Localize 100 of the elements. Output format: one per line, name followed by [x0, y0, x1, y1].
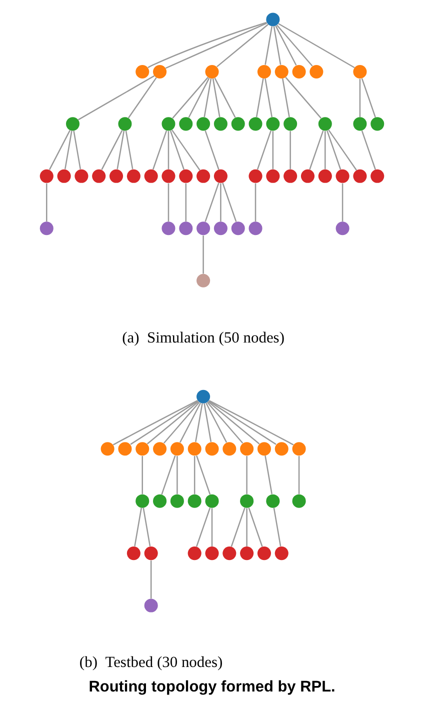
- node-circle: [179, 117, 193, 131]
- connector: [101, 130, 123, 170]
- connector: [150, 560, 152, 599]
- node-circle: [274, 546, 288, 560]
- connector: [204, 130, 220, 170]
- node-circle: [126, 546, 140, 560]
- connector: [125, 130, 134, 170]
- node-circle: [353, 117, 367, 131]
- node-circle: [222, 442, 236, 456]
- connector: [163, 402, 200, 444]
- node-circle: [240, 546, 254, 560]
- node-circle: [266, 169, 280, 183]
- connector: [208, 400, 276, 445]
- node-circle: [231, 222, 245, 236]
- node-circle: [205, 494, 219, 508]
- connector: [185, 183, 187, 222]
- connector: [188, 78, 210, 118]
- connector: [194, 456, 196, 494]
- node-circle: [257, 64, 271, 78]
- connector: [168, 131, 170, 170]
- node-circle: [292, 494, 306, 508]
- node-circle: [336, 169, 350, 183]
- connector: [130, 400, 198, 445]
- node-circle: [179, 222, 193, 236]
- node-circle: [196, 117, 210, 131]
- connector: [73, 130, 82, 170]
- node-circle: [248, 169, 262, 183]
- connector: [246, 456, 248, 494]
- node-circle: [196, 390, 210, 404]
- node-circle: [136, 442, 150, 456]
- connector: [282, 78, 290, 118]
- connector: [264, 456, 272, 494]
- connector: [285, 76, 322, 119]
- connector: [161, 455, 176, 495]
- connector: [273, 508, 282, 546]
- caption: Routing topology formed by RPL.: [88, 678, 336, 696]
- node-circle: [40, 222, 54, 236]
- connector: [276, 24, 313, 66]
- node-circle: [170, 442, 184, 456]
- node-circle: [292, 64, 306, 78]
- node-circle: [214, 169, 228, 183]
- node-circle: [188, 494, 202, 508]
- node-circle: [144, 169, 158, 183]
- connector: [298, 456, 300, 494]
- connector: [359, 78, 361, 118]
- node-circle: [205, 64, 219, 78]
- connector: [206, 402, 244, 444]
- node-circle: [153, 494, 167, 508]
- connector: [128, 77, 157, 118]
- connector: [195, 403, 203, 442]
- node-circle: [266, 12, 280, 26]
- node-circle: [257, 442, 271, 456]
- connector: [204, 403, 212, 442]
- connector: [142, 508, 151, 546]
- connector: [78, 75, 155, 120]
- connector: [171, 130, 200, 171]
- node-circle: [284, 169, 298, 183]
- connector: [134, 508, 142, 546]
- connector: [328, 130, 358, 171]
- connector: [168, 183, 170, 222]
- connector: [264, 26, 273, 65]
- node-circle: [248, 222, 262, 236]
- connector: [278, 23, 355, 68]
- connector: [222, 182, 237, 222]
- node-circle: [248, 117, 262, 131]
- node-circle: [370, 169, 384, 183]
- node-circle: [205, 442, 219, 456]
- node-circle: [40, 169, 54, 183]
- node-circle: [240, 494, 254, 508]
- node-circle: [310, 64, 324, 78]
- connector: [170, 130, 184, 170]
- node-circle: [126, 169, 140, 183]
- node-circle: [353, 169, 367, 183]
- connector: [116, 130, 125, 170]
- node-circle: [196, 169, 210, 183]
- node-circle: [188, 546, 202, 560]
- connector: [220, 183, 222, 222]
- connector: [214, 78, 236, 118]
- connector: [142, 456, 143, 494]
- node-circle: [144, 546, 158, 560]
- connector: [176, 456, 178, 494]
- connector: [230, 508, 246, 547]
- connector: [211, 508, 213, 546]
- node-circle: [179, 169, 193, 183]
- connector: [152, 130, 168, 170]
- node-circle: [66, 117, 80, 131]
- node-circle: [162, 117, 176, 131]
- connector: [361, 130, 376, 170]
- node-circle: [214, 117, 228, 131]
- connector: [272, 131, 274, 170]
- node-circle: [188, 442, 202, 456]
- node-circle: [136, 64, 150, 78]
- connector: [179, 402, 202, 443]
- connector: [290, 131, 291, 170]
- connector: [112, 400, 198, 446]
- connector: [216, 24, 269, 68]
- connector: [204, 182, 220, 222]
- node-circle: [74, 169, 88, 183]
- node-circle: [196, 274, 210, 288]
- connector: [275, 26, 297, 66]
